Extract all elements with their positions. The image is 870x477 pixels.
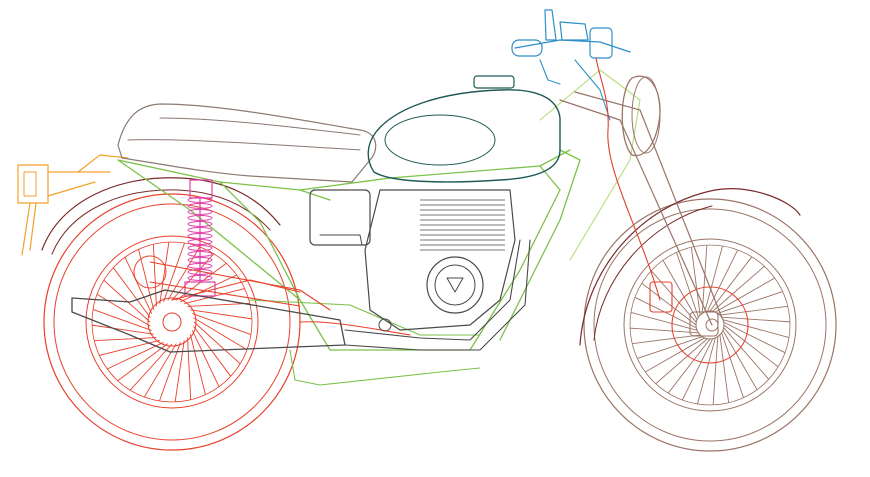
spoke xyxy=(152,244,157,307)
spoke xyxy=(107,341,164,370)
spoke xyxy=(722,319,790,338)
spoke xyxy=(723,327,770,380)
spoke xyxy=(190,309,253,320)
spoke xyxy=(174,340,185,403)
fuel-tank xyxy=(367,75,561,183)
spoke xyxy=(701,245,708,314)
spoke xyxy=(92,309,152,331)
spoke xyxy=(719,305,788,316)
rear-fender-inner xyxy=(51,189,271,255)
spoke xyxy=(180,274,237,303)
front-brake-disc xyxy=(671,286,749,364)
spoke xyxy=(91,324,154,335)
headlight xyxy=(621,75,661,157)
spoke xyxy=(167,246,201,301)
spoke xyxy=(138,249,155,310)
spoke xyxy=(630,312,698,331)
front-tire-outer xyxy=(583,198,837,452)
spoke xyxy=(667,338,711,394)
spoke xyxy=(632,334,701,345)
spoke xyxy=(129,343,173,391)
spoke xyxy=(719,334,730,403)
spoke xyxy=(722,330,758,390)
spoke xyxy=(676,252,699,318)
rear-sprocket xyxy=(133,255,167,289)
front-spokes xyxy=(630,245,790,405)
front-wheel xyxy=(583,198,837,452)
spoke xyxy=(706,249,739,312)
spoke xyxy=(681,338,714,401)
rear-hub-center xyxy=(162,312,182,332)
handlebar xyxy=(511,9,631,121)
spoke xyxy=(717,291,783,314)
spoke xyxy=(712,265,765,312)
rear-shock-absorber xyxy=(184,179,216,297)
spoke xyxy=(723,321,786,354)
spoke xyxy=(704,245,723,313)
rear-hub xyxy=(147,297,197,347)
spoke xyxy=(192,313,252,335)
spoke xyxy=(637,336,703,359)
spoke xyxy=(193,326,232,377)
spoke xyxy=(191,330,220,387)
spoke xyxy=(709,256,753,312)
frame xyxy=(117,69,641,386)
spoke xyxy=(159,241,170,304)
rear-fender xyxy=(41,177,281,251)
seat xyxy=(117,103,377,183)
spoke xyxy=(189,334,206,395)
spoke xyxy=(697,337,716,405)
spoke xyxy=(655,338,708,385)
spoke xyxy=(650,270,697,323)
spoke xyxy=(193,321,241,365)
engine xyxy=(309,189,516,332)
spoke xyxy=(112,267,151,318)
spoke xyxy=(187,302,250,307)
rear-tire-outer xyxy=(43,193,301,451)
spoke xyxy=(163,242,185,302)
spoke xyxy=(721,316,790,323)
rear-tire-inner xyxy=(53,203,291,441)
front-fender-inner xyxy=(593,205,713,341)
rear-wheel xyxy=(43,193,301,451)
spoke xyxy=(723,324,779,368)
spoke xyxy=(96,293,151,327)
spoke xyxy=(193,317,248,351)
rear-rim-inner xyxy=(91,241,253,403)
spoke xyxy=(715,277,775,313)
spoke xyxy=(630,327,699,334)
spoke xyxy=(124,257,153,314)
spoke xyxy=(721,332,744,398)
spoke xyxy=(94,337,157,342)
front-rim-inner xyxy=(629,244,791,406)
exhaust-pipe xyxy=(71,239,531,353)
front-tire-inner xyxy=(593,208,827,442)
front-hub xyxy=(695,310,725,340)
spoke xyxy=(99,339,160,356)
swing-arm xyxy=(149,261,411,336)
spoke xyxy=(645,337,705,373)
spoke xyxy=(662,260,698,320)
spoke xyxy=(187,337,192,400)
spoke xyxy=(690,247,701,316)
brake-line xyxy=(595,57,661,301)
spoke xyxy=(641,282,697,326)
spoke xyxy=(117,343,168,382)
front-rim xyxy=(623,238,797,412)
tail-light xyxy=(17,154,129,256)
spoke xyxy=(712,336,719,405)
front-fork xyxy=(559,91,723,337)
spoke xyxy=(103,279,151,323)
rear-rim xyxy=(85,235,259,409)
front-fender xyxy=(579,188,801,346)
